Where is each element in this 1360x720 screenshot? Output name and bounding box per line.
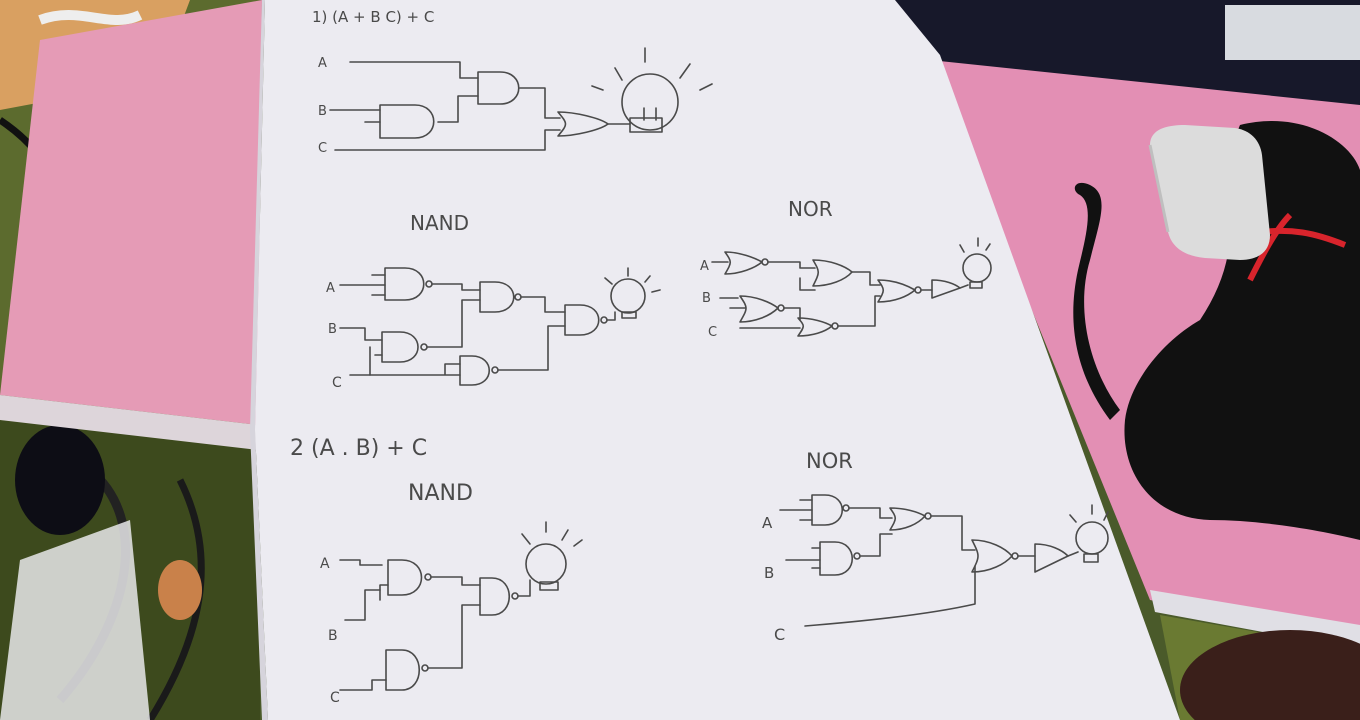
label-nand-2: NAND: [408, 481, 473, 506]
label-c-1: C: [318, 141, 327, 156]
label-a-2: A: [326, 281, 335, 296]
label-a-4: A: [320, 556, 330, 572]
brown-object: [158, 560, 202, 620]
pink-folder-left: [0, 0, 262, 425]
heading-1: 1) (A + B C) + C: [312, 8, 434, 26]
label-nand-1: NAND: [410, 211, 469, 235]
circuit-3-nor: [711, 237, 992, 337]
label-c-2: C: [332, 375, 342, 391]
white-fabric-pattern: [38, 10, 143, 25]
label-a-1: A: [318, 56, 327, 71]
label-b-4: B: [328, 628, 338, 644]
cat-silhouette: [1073, 121, 1360, 541]
white-eraser: [1148, 125, 1270, 260]
label-b-5: B: [764, 564, 774, 582]
pink-folder-edge: [0, 395, 258, 450]
circuit-5-nor: [779, 494, 1109, 627]
label-b-3: B: [702, 291, 711, 306]
paper-edge: [250, 0, 268, 720]
circuit-1-original: [329, 47, 713, 151]
circuit-2-nand: [339, 267, 661, 386]
device-label: [1225, 5, 1360, 60]
label-c-4: C: [330, 690, 340, 706]
label-a-3: A: [700, 259, 709, 274]
label-c-5: C: [774, 625, 785, 644]
label-b-1: B: [318, 104, 327, 119]
heading-2: 2 (A . B) + C: [290, 436, 427, 461]
dark-red-object: [1180, 630, 1360, 720]
label-nor-2: NOR: [806, 449, 853, 473]
label-b-2: B: [328, 322, 337, 337]
label-nor-1: NOR: [788, 197, 833, 221]
dark-object: [15, 425, 105, 535]
label-c-3: C: [708, 325, 717, 340]
paper-sheet: [255, 0, 1180, 720]
circuit-4-nand: [339, 521, 583, 691]
white-bag: [0, 520, 150, 720]
label-a-5: A: [762, 514, 773, 532]
